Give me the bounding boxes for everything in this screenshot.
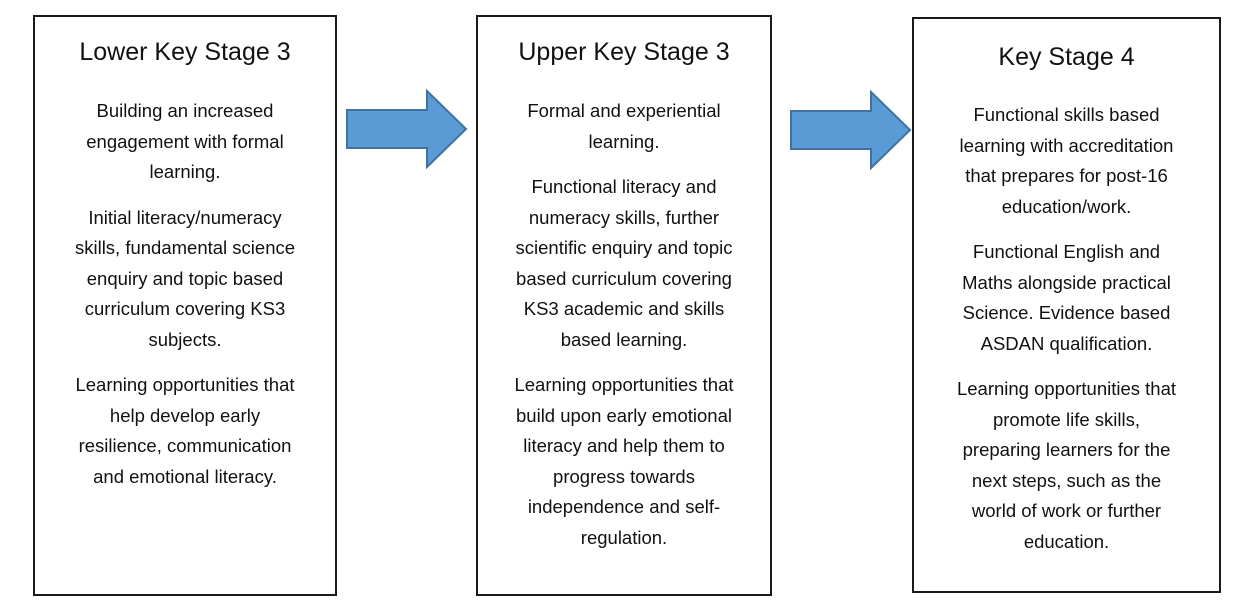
right-arrow-icon [790,89,912,171]
text-line: help develop early [109,404,261,426]
text-line: education. [1023,530,1110,552]
text-line: Maths alongside practical [962,271,1171,293]
right-arrow-icon [346,88,468,170]
stage-paragraph: Learning opportunities that promote life… [926,374,1207,557]
arrow-shape [790,89,912,171]
text-line: promote life skills, [992,408,1140,430]
text-line: based learning. [560,328,688,350]
stage-body: Functional skills based learning with ac… [926,100,1207,557]
stage-paragraph: Learning opportunities that build upon e… [488,370,760,553]
stage-box-ks4: Key Stage 4 Functional skills based lear… [912,17,1221,593]
text-line: Learning opportunities that [75,374,295,395]
text-line: skills, fundamental science [74,237,296,258]
stage-paragraph: Formal and experiential learning. [488,96,760,157]
arrow-shape [346,88,468,170]
text-line: learning. [149,161,221,182]
stage-title: Upper Key Stage 3 [518,38,730,66]
text-line: resilience, communication [78,435,292,456]
text-line: Functional literacy and [531,176,717,197]
text-line: numeracy skills, further [528,206,720,228]
text-line: education/work. [1001,195,1132,217]
text-line: scientific enquiry and topic [515,237,733,258]
text-line: engagement with formal [86,130,284,152]
text-line: Formal and experiential [527,100,721,121]
text-line: learning. [588,130,660,152]
text-line: Initial literacy/numeracy [88,206,282,228]
text-line: that prepares for post-16 [965,165,1168,186]
text-line: next steps, such as the [971,469,1162,491]
stage-paragraph: Initial literacy/numeracy skills, fundam… [47,203,323,356]
stage-paragraph: Functional literacy and numeracy skills,… [488,172,760,355]
text-line: Building an increased [96,100,274,121]
text-line: Science. Evidence based [962,302,1171,323]
stage-body: Building an increased engagement with fo… [47,96,323,492]
text-line: independence and self- [527,496,721,517]
text-line: regulation. [580,526,668,548]
text-line: Learning opportunities that [514,374,734,395]
stage-paragraph: Building an increased engagement with fo… [47,96,323,188]
text-line: Learning opportunities that [956,378,1177,399]
text-line: ASDAN qualification. [980,332,1153,354]
stage-title: Lower Key Stage 3 [79,38,291,66]
stage-box-lower-ks3: Lower Key Stage 3 Building an increased … [33,15,337,596]
text-line: world of work or further [971,500,1162,521]
text-line: KS3 academic and skills [523,298,725,319]
text-line: enquiry and topic based [86,267,284,289]
text-line: Functional skills based [973,104,1160,125]
text-line: progress towards [553,465,695,487]
stage-paragraph: Functional skills based learning with ac… [926,100,1207,222]
text-line: and emotional literacy. [93,465,277,487]
stage-paragraph: Functional English and Maths alongside p… [926,237,1207,359]
text-line: based curriculum covering [516,267,732,289]
text-line: preparing learners for the [962,439,1171,460]
text-line: Functional English and [972,241,1161,262]
stage-title: Key Stage 4 [998,43,1135,71]
stage-box-upper-ks3: Upper Key Stage 3 Formal and experientia… [476,15,772,596]
text-line: curriculum covering KS3 [84,298,286,319]
text-line: subjects. [148,328,222,350]
text-line: literacy and help them to [523,435,725,456]
text-line: learning with accreditation [959,134,1174,156]
stage-paragraph: Learning opportunities that help develop… [47,370,323,492]
stage-body: Formal and experiential learning. Functi… [488,96,760,553]
text-line: build upon early emotional [516,404,732,426]
